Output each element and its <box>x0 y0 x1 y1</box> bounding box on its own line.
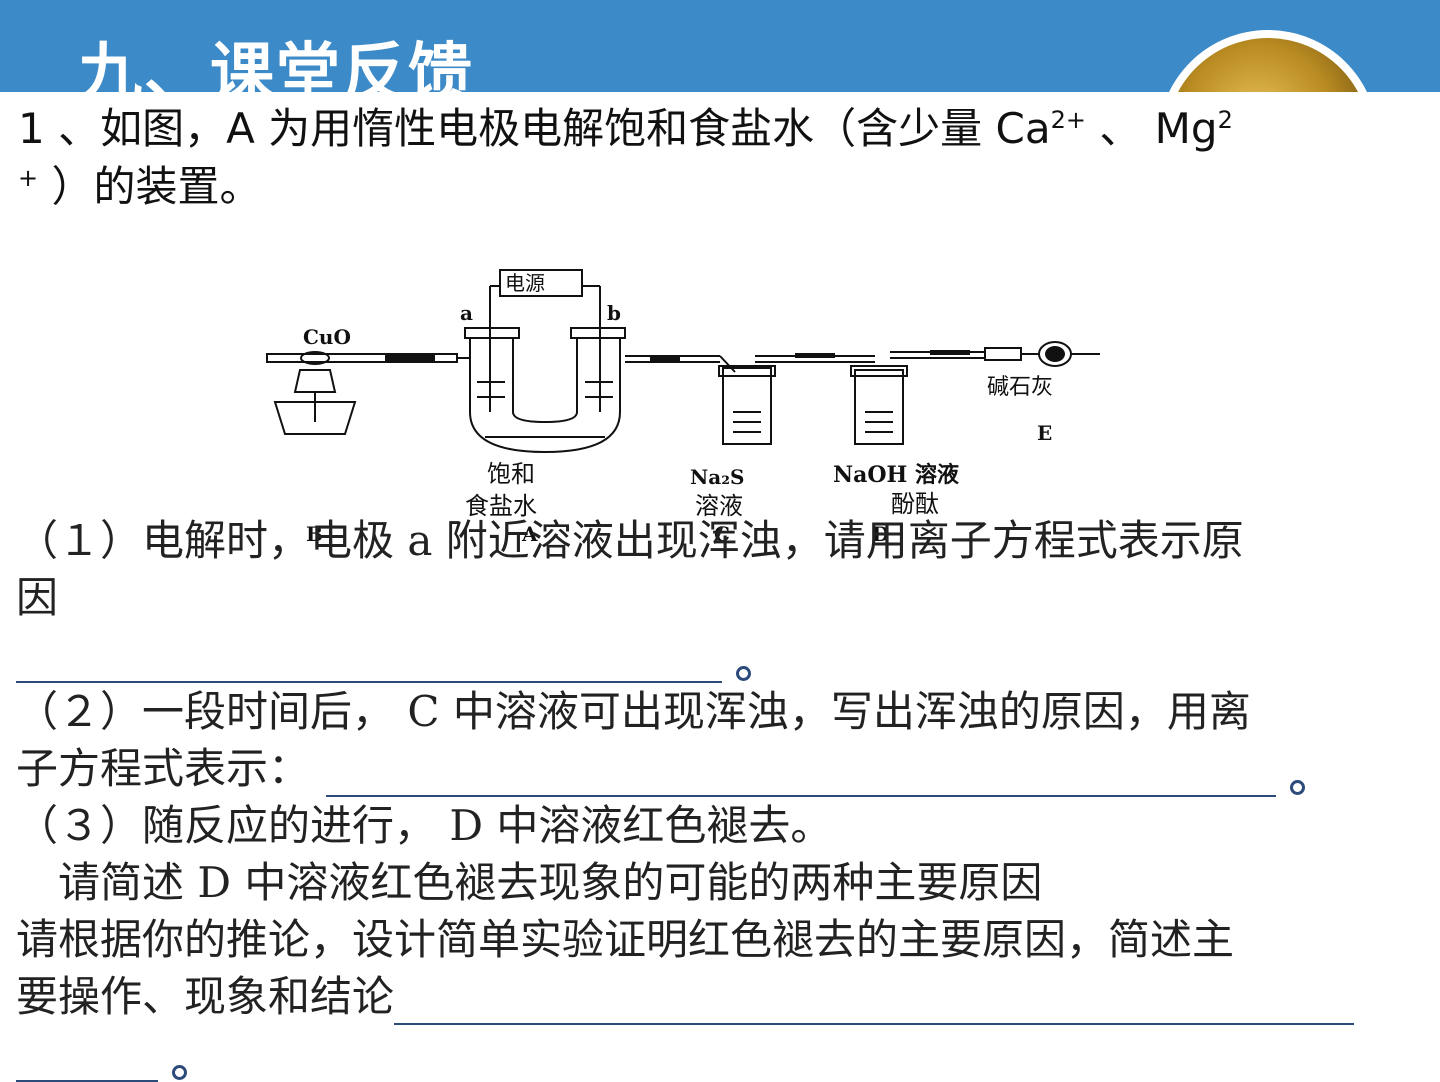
label-b: B <box>306 522 323 546</box>
period-mark <box>1290 780 1306 795</box>
soda-lime-label: 碱石灰 <box>987 375 1053 400</box>
part2-line1: （２）一段时间后， C 中溶液可出现浑浊，写出浑浊的原因，用离 <box>16 687 1251 736</box>
slide-title: 九、课堂反馈 <box>78 37 474 92</box>
answer-blank-4[interactable] <box>16 1040 158 1082</box>
electrode-a-label: a <box>460 301 473 325</box>
part3-line2: 请简述 D 中溶液红色褪去现象的可能的两种主要原因 <box>16 858 1043 907</box>
answer-blank-3[interactable] <box>394 983 1355 1025</box>
question-intro: 1 、如图，A 为用惰性电极电解饱和食盐水（含少量 Ca2+ 、 Mg2+ ）的… <box>18 104 1233 211</box>
electrolysis-apparatus-diagram: 电源 a b CuO 碱石灰 E 饱和 食盐水 Na₂S 溶液 NaOH 溶液 … <box>266 269 1100 520</box>
naoh-label-line1: NaOH 溶液 <box>833 462 959 488</box>
electrode-b-label: b <box>607 301 621 325</box>
period-mark <box>172 1065 187 1080</box>
part2-line2-row: 子方程式表示： <box>16 740 1416 797</box>
part3-line4-row: 要操作、现象和结论 <box>16 968 1416 1025</box>
label-c: C <box>714 522 730 546</box>
label-e: E <box>1037 421 1052 445</box>
part3-line1: （３）随反应的进行， D 中溶液红色褪去。 <box>16 801 833 850</box>
brine-label-line2: 食盐水 <box>465 492 537 520</box>
power-label: 电源 <box>505 271 545 295</box>
question-parts: （１）电解时，电极 a 附近溶液出现浑浊，请用离子方程式表示原 因 （２）一段时… <box>16 512 1416 1082</box>
part3-line4: 要操作、现象和结论 <box>16 972 395 1021</box>
part2-line2: 子方程式表示： <box>16 744 311 793</box>
na2s-label-line2: 溶液 <box>695 492 743 520</box>
part1-line2: 因 <box>16 573 59 622</box>
part3-answer-row <box>16 1025 1416 1082</box>
label-a: A <box>522 522 538 546</box>
part3-line3: 请根据你的推论，设计简单实验证明红色褪去的主要原因，简述主 <box>16 915 1235 964</box>
na2s-label-line1: Na₂S <box>690 465 744 489</box>
label-d: D <box>872 522 890 546</box>
answer-blank-1[interactable] <box>16 641 722 683</box>
period-mark <box>736 666 751 681</box>
part1-line1: （１）电解时，电极 a 附近溶液出现浑浊，请用离子方程式表示原 <box>16 516 1244 565</box>
brine-label-line1: 饱和 <box>487 460 535 488</box>
answer-blank-2[interactable] <box>326 755 1277 797</box>
naoh-label-line2: 酚酞 <box>891 490 939 518</box>
part1-answer-row <box>16 626 1416 683</box>
decorative-emblem-icon <box>1150 24 1390 92</box>
cuo-label: CuO <box>303 325 351 349</box>
